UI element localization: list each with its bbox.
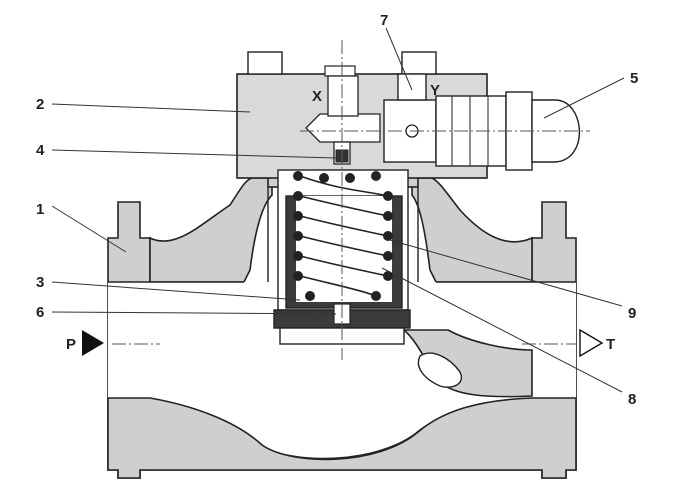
port-label-p: P: [66, 336, 76, 353]
port-label-x: X: [312, 88, 322, 105]
port-label-t: T: [606, 336, 615, 353]
callout-1: 1: [36, 201, 44, 218]
callout-6: 6: [36, 304, 44, 321]
outlet-arrow-icon: [579, 328, 604, 358]
center-lines: [112, 40, 590, 360]
inlet-arrow-icon: [82, 330, 104, 356]
callout-5: 5: [630, 70, 638, 87]
callout-8: 8: [628, 391, 636, 408]
leader-lines: [51, 27, 625, 393]
callout-3: 3: [36, 274, 44, 291]
callout-labels: 1 2 3 4 5 6 7 8 9 P T X Y: [36, 12, 638, 408]
spring-chamber: [273, 169, 411, 345]
callout-7: 7: [380, 12, 388, 29]
callout-2: 2: [36, 96, 44, 113]
port-label-y: Y: [430, 82, 440, 99]
callout-4: 4: [36, 142, 45, 159]
port-markers: [82, 328, 604, 358]
callout-9: 9: [628, 305, 636, 322]
